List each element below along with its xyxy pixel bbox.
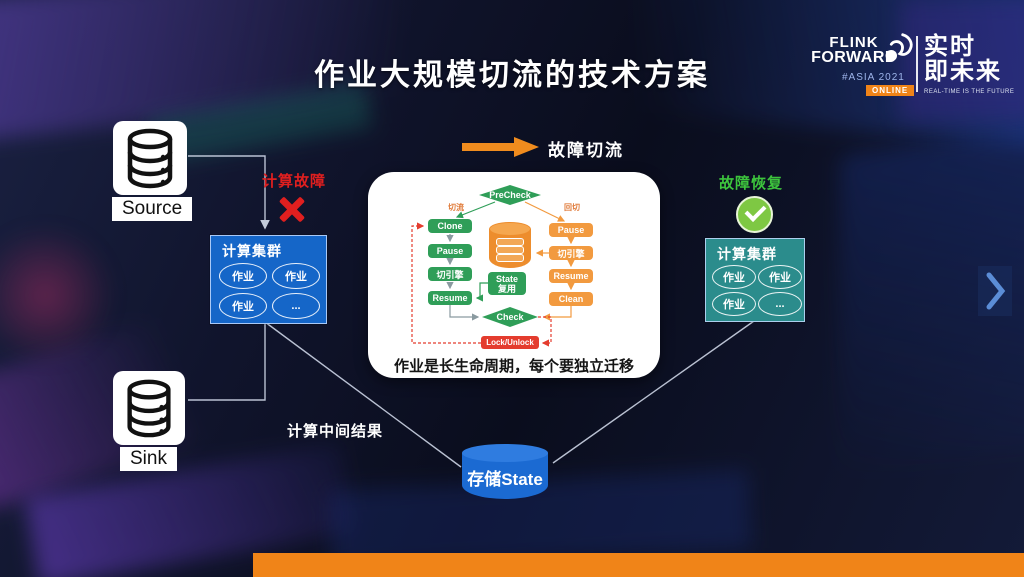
lock-unlock-box: Lock/Unlock	[481, 336, 539, 349]
state-db-icon	[489, 222, 531, 268]
logo-tagline: REAL-TIME IS THE FUTURE	[924, 89, 1015, 95]
job-oval: 作业	[712, 292, 756, 316]
precheck-diamond: PreCheck	[479, 185, 541, 205]
lifecycle-flow-panel: PreCheck 切流 回切 Clone Pause 切引擎 Resume Pa…	[368, 172, 660, 378]
job-oval: 作业	[758, 265, 802, 289]
flow-step: Pause	[549, 223, 593, 237]
success-check-icon	[736, 196, 773, 233]
logo-cn-line1: 实时	[924, 33, 976, 60]
state-reuse-box: State 复用	[488, 272, 526, 295]
fault-switch-label: 故障切流	[548, 141, 624, 160]
database-icon	[127, 379, 171, 438]
logo-wordmark: FLINK FORWARD	[806, 34, 902, 67]
failure-x-icon	[276, 193, 308, 225]
job-oval: ...	[272, 293, 320, 319]
source-label: Source	[112, 197, 193, 221]
sink-label: Sink	[120, 447, 177, 471]
job-oval: ...	[758, 292, 802, 316]
cluster-title: 计算集群	[222, 243, 282, 259]
page-title: 作业大规模切流的技术方案	[314, 59, 710, 92]
state-storage-cylinder: 存储State	[462, 444, 548, 499]
flow-step: Pause	[428, 244, 472, 258]
logo-asia-text: #ASIA 2021	[842, 72, 905, 83]
job-oval: 作业	[219, 263, 267, 289]
flow-step: Clone	[428, 219, 472, 233]
database-icon	[127, 128, 173, 189]
next-slide-chevron[interactable]	[978, 266, 1012, 316]
sink-tile	[113, 371, 185, 445]
bg-beam	[0, 230, 120, 360]
intermediate-result-label: 计算中间结果	[287, 423, 384, 440]
cluster-title: 计算集群	[717, 246, 777, 262]
branch-left-label: 切流	[448, 203, 464, 212]
squirrel-icon	[885, 33, 913, 62]
chevron-right-icon	[986, 272, 1006, 310]
state-reuse-line2: 复用	[497, 284, 516, 295]
left-compute-cluster: 计算集群 作业 作业 作业 ...	[210, 235, 327, 324]
right-compute-cluster: 计算集群 作业 作业 作业 ...	[705, 238, 805, 322]
flow-step: 切引擎	[428, 267, 472, 281]
bottom-accent-bar	[253, 553, 1024, 577]
flow-step: Resume	[549, 269, 593, 283]
logo-cn-slogan: 实时 即未来	[924, 33, 1002, 86]
check-diamond: Check	[482, 307, 538, 327]
branch-right-label: 回切	[564, 203, 580, 212]
source-tile	[113, 121, 187, 195]
job-oval: 作业	[272, 263, 320, 289]
switch-arrow-icon	[462, 137, 539, 157]
flow-step: 切引擎	[549, 246, 593, 260]
flow-step: Clean	[549, 292, 593, 306]
logo-forward-text: FORWARD	[811, 49, 897, 67]
logo-divider	[916, 36, 918, 92]
state-reuse-line1: State	[495, 274, 518, 284]
compute-fault-label: 计算故障	[262, 173, 327, 190]
flink-forward-logo: FLINK FORWARD #ASIA 2021 ONLINE 实时 即未来 R…	[800, 30, 1020, 100]
flow-caption: 作业是长生命周期，每个要独立迁移	[393, 358, 634, 375]
job-oval: 作业	[219, 293, 267, 319]
logo-flink-text: FLINK	[829, 34, 879, 51]
logo-cn-line2: 即未来	[924, 58, 1002, 86]
flow-step: Resume	[428, 291, 472, 305]
state-storage-label: 存储State	[467, 470, 543, 489]
logo-online-badge: ONLINE	[866, 85, 915, 96]
fault-recovery-label: 故障恢复	[719, 175, 784, 192]
job-oval: 作业	[712, 265, 756, 289]
